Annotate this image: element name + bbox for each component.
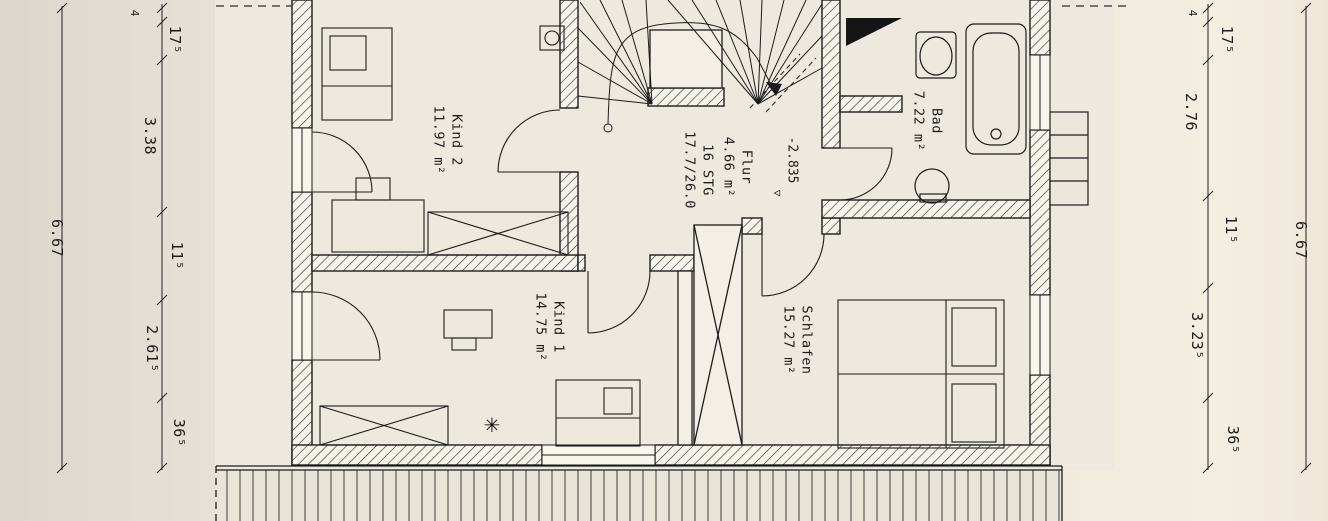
dim-left-365: 36⁵ — [169, 418, 188, 448]
level-marker-icon: ▽ — [771, 189, 785, 197]
doors — [311, 109, 893, 361]
stair-label: 16 STG 17.7/26.0 — [680, 131, 716, 209]
furniture — [319, 27, 1005, 449]
room-area: 14.75 m² — [533, 292, 549, 362]
windows — [291, 54, 1051, 466]
dim-left-115: 11⁵ — [167, 241, 186, 271]
level-value: -2.835 — [784, 136, 800, 184]
sink — [915, 31, 957, 79]
staircase — [577, 0, 823, 133]
wardrobe-kind2 — [427, 211, 569, 256]
room-label-kind2: Kind 2 11.97 m² — [429, 105, 465, 175]
dim-left-2615: 2.61⁵ — [142, 325, 161, 373]
dimension-chains — [56, 2, 1312, 474]
walkline-arrow — [766, 82, 782, 96]
star-symbol: ✳ — [484, 409, 500, 439]
room-area: 11.97 m² — [431, 105, 447, 175]
room-label-kind1: Kind 1 14.75 m² — [531, 292, 567, 362]
dim-right-276: 2.76 — [1181, 92, 1200, 132]
chimney-shaft — [693, 224, 743, 446]
bathtub — [965, 23, 1027, 155]
partitions — [649, 29, 723, 446]
room-name: Kind 2 — [448, 114, 465, 166]
bed-kind2 — [321, 27, 393, 121]
dim-right-total: 6.67 — [1291, 220, 1310, 260]
wardrobe-kind1 — [319, 405, 449, 446]
exterior-chimney — [1049, 111, 1089, 206]
room-name: Kind 1 — [550, 301, 567, 353]
room-label-schlafen: Schlafen 15.27 m² — [779, 305, 815, 375]
dim-right-365: 36⁵ — [1223, 425, 1242, 455]
bed-kind1 — [555, 379, 641, 447]
dim-right-4: 4 — [1186, 9, 1200, 17]
room-area: 15.27 m² — [781, 305, 797, 375]
dim-left-175: 17⁵ — [165, 25, 184, 55]
washbasin — [914, 168, 950, 204]
room-area: 4.66 m² — [721, 136, 737, 198]
room-label-flur: Flur 4.66 m² — [719, 136, 755, 198]
room-name: Schlafen — [798, 305, 815, 375]
dim-right-3235: 3.23⁵ — [1187, 312, 1206, 360]
dim-right-175: 17⁵ — [1217, 25, 1236, 55]
stair-dims: 17.7/26.0 — [682, 131, 698, 209]
dim-left-total: 6.67 — [47, 218, 66, 258]
room-label-bad: Bad 7.22 m² — [909, 90, 945, 152]
deck — [215, 465, 1063, 521]
bath-fixtures — [846, 18, 1027, 204]
room-area: 7.22 m² — [911, 90, 927, 152]
dim-left-338: 3.38 — [140, 116, 159, 156]
dim-right-115: 11⁵ — [1221, 215, 1240, 245]
stair-count: 16 STG — [699, 144, 716, 196]
detector-symbol — [539, 25, 565, 51]
shower-wedge — [846, 18, 902, 46]
dim-left-4: 4 — [128, 9, 142, 17]
room-name: Flur — [738, 149, 755, 185]
room-name: Bad — [928, 108, 945, 134]
